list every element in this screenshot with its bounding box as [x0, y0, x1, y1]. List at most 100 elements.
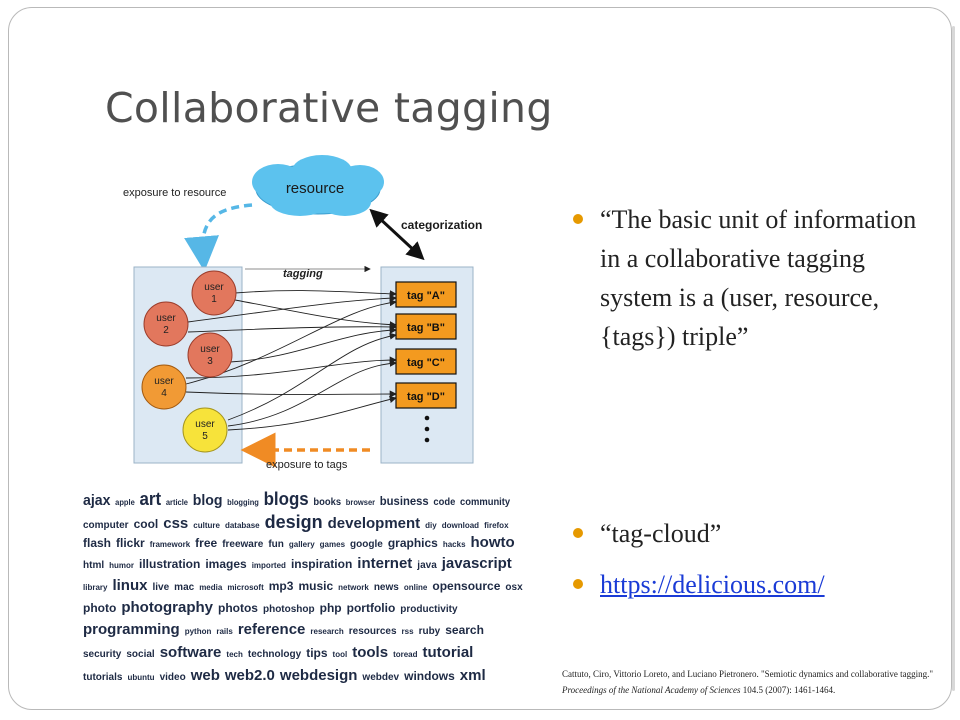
tag-cloud-word[interactable]: cool	[133, 517, 159, 531]
tag-cloud-word[interactable]: rss	[401, 627, 414, 636]
user-label: user	[204, 282, 224, 293]
tag-cloud-word[interactable]: business	[379, 494, 429, 508]
tag-cloud-word[interactable]: art	[139, 489, 162, 509]
tag-cloud-word[interactable]: flickr	[116, 536, 145, 550]
tag-cloud-word[interactable]: tips	[306, 646, 328, 660]
tag-cloud-word[interactable]: osx	[505, 582, 523, 593]
tag-cloud-word[interactable]: html	[83, 560, 105, 571]
tag-cloud-word[interactable]: social	[126, 649, 155, 660]
tag-cloud-word[interactable]: framework	[149, 540, 191, 549]
tag-cloud-word[interactable]: research	[310, 627, 344, 636]
tag-cloud-word[interactable]: illustration	[139, 557, 201, 571]
user-label: user	[156, 313, 176, 324]
tag-cloud-word[interactable]: browser	[345, 498, 376, 507]
citation-journal: Proceedings of the National Academy of S…	[562, 685, 741, 695]
tag-cloud-word[interactable]: microsoft	[227, 583, 264, 592]
tag-cloud-word[interactable]: blog	[192, 492, 223, 509]
tag-cloud-word[interactable]: css	[163, 515, 189, 532]
tag-cloud-word[interactable]: php	[319, 601, 342, 615]
tag-cloud-word[interactable]: tutorials	[83, 672, 123, 683]
tag-cloud-word[interactable]: news	[373, 582, 399, 593]
tag-cloud-word[interactable]: ruby	[418, 626, 441, 637]
tag-cloud-word[interactable]: search	[445, 623, 484, 637]
tag-cloud-word[interactable]: toread	[393, 650, 418, 659]
tag-cloud-word[interactable]: internet	[357, 555, 413, 572]
tag-cloud-word[interactable]: ubuntu	[127, 673, 155, 682]
tag-cloud-word[interactable]: portfolio	[346, 601, 396, 615]
tag-cloud-word[interactable]: books	[313, 497, 342, 508]
tag-cloud-word[interactable]: community	[460, 497, 511, 508]
tag-cloud-word[interactable]: free	[195, 536, 218, 550]
tag-cloud-word[interactable]: blogs	[263, 489, 309, 509]
tag-cloud-word[interactable]: images	[205, 557, 247, 571]
tag-cloud-word[interactable]: network	[338, 583, 369, 592]
tag-cloud-word[interactable]: graphics	[387, 536, 438, 550]
tag-cloud-word[interactable]: python	[184, 627, 212, 636]
tag-cloud-word[interactable]: development	[327, 515, 421, 532]
tag-cloud-word[interactable]: culture	[193, 521, 220, 530]
tag-cloud-word[interactable]: photo	[83, 601, 117, 615]
user-node: user 5	[182, 407, 228, 453]
tag-cloud-word[interactable]: tech	[226, 650, 243, 659]
bullet-item: “The basic unit of information in a coll…	[573, 200, 923, 356]
tag-cloud-word[interactable]: database	[224, 521, 260, 530]
tag-cloud-word[interactable]: photoshop	[262, 604, 315, 615]
tag-cloud-word[interactable]: apple	[115, 498, 135, 507]
tag-cloud-word[interactable]: games	[319, 540, 346, 549]
tag-cloud-word[interactable]: ajax	[83, 492, 111, 509]
tag-cloud-word[interactable]: tools	[352, 644, 389, 661]
tag-cloud-word[interactable]: freeware	[222, 539, 264, 550]
tag-cloud-word[interactable]: photos	[217, 601, 258, 615]
tag-cloud-word[interactable]: software	[159, 644, 222, 661]
tag-cloud-word[interactable]: media	[199, 583, 223, 592]
tag-cloud-word[interactable]: opensource	[432, 579, 501, 593]
tag-cloud-word[interactable]: tool	[332, 650, 348, 659]
tag-cloud-word[interactable]: design	[264, 512, 323, 532]
tag-cloud-word[interactable]: gallery	[288, 540, 315, 549]
tag-cloud-word[interactable]: webdev	[362, 672, 400, 683]
tag-cloud-word[interactable]: article	[165, 498, 189, 507]
tag-cloud-word[interactable]: imported	[251, 561, 286, 570]
tag-cloud-word[interactable]: web2.0	[224, 667, 275, 684]
resource-label: resource	[286, 180, 344, 197]
tag-cloud-word[interactable]: programming	[83, 621, 180, 638]
tag-cloud-word[interactable]: linux	[112, 577, 148, 594]
tag-cloud-word[interactable]: flash	[83, 536, 112, 550]
tag-cloud-word[interactable]: download	[441, 521, 480, 530]
tag-cloud-word[interactable]: code	[433, 497, 456, 508]
delicious-link[interactable]: https://delicious.com/	[600, 570, 825, 599]
tag-cloud-word[interactable]: fun	[268, 539, 284, 550]
tag-cloud-word[interactable]: firefox	[484, 521, 509, 530]
tag-cloud-word[interactable]: webdesign	[279, 667, 358, 684]
tag-cloud-word[interactable]: security	[83, 649, 122, 660]
tag-cloud-word[interactable]: hacks	[442, 540, 466, 549]
tag-cloud-word[interactable]: computer	[83, 520, 129, 531]
tag-cloud-word[interactable]: google	[350, 539, 383, 550]
tag-cloud-word[interactable]: tutorial	[422, 644, 474, 661]
tag-cloud-word[interactable]: productivity	[400, 604, 458, 615]
tag-cloud-word[interactable]: inspiration	[290, 557, 353, 571]
tag-cloud-word[interactable]: music	[298, 579, 334, 593]
tag-cloud-word[interactable]: mac	[174, 582, 195, 593]
tag-cloud-word[interactable]: java	[417, 560, 437, 571]
tag-cloud-word[interactable]: mp3	[268, 579, 294, 593]
tag-cloud-word[interactable]: blogging	[227, 498, 259, 507]
tag-cloud-word[interactable]: humor	[109, 561, 134, 570]
tag-cloud-word[interactable]: diy	[425, 521, 437, 530]
tag-cloud-word[interactable]: live	[152, 582, 170, 593]
tag-cloud-word[interactable]: xml	[459, 667, 486, 684]
tag-cloud-word[interactable]: howto	[470, 534, 515, 551]
tag-cloud-word[interactable]: windows	[404, 669, 455, 683]
tag-cloud-word[interactable]: web	[190, 667, 220, 684]
tag-cloud-word[interactable]: online	[403, 583, 428, 592]
tag-cloud-word[interactable]: photography	[121, 599, 213, 616]
tag-cloud-word[interactable]: library	[83, 583, 108, 592]
tag-cloud-word[interactable]: resources	[348, 626, 397, 637]
user-node: user 3	[187, 332, 233, 378]
tag-cloud-word[interactable]: javascript	[441, 555, 512, 572]
tag-cloud-word[interactable]: rails	[216, 627, 233, 636]
tag-cloud-word[interactable]: video	[159, 672, 186, 683]
tag-cloud-word[interactable]: reference	[237, 621, 306, 638]
tag-cloud-word[interactable]: technology	[247, 649, 302, 660]
